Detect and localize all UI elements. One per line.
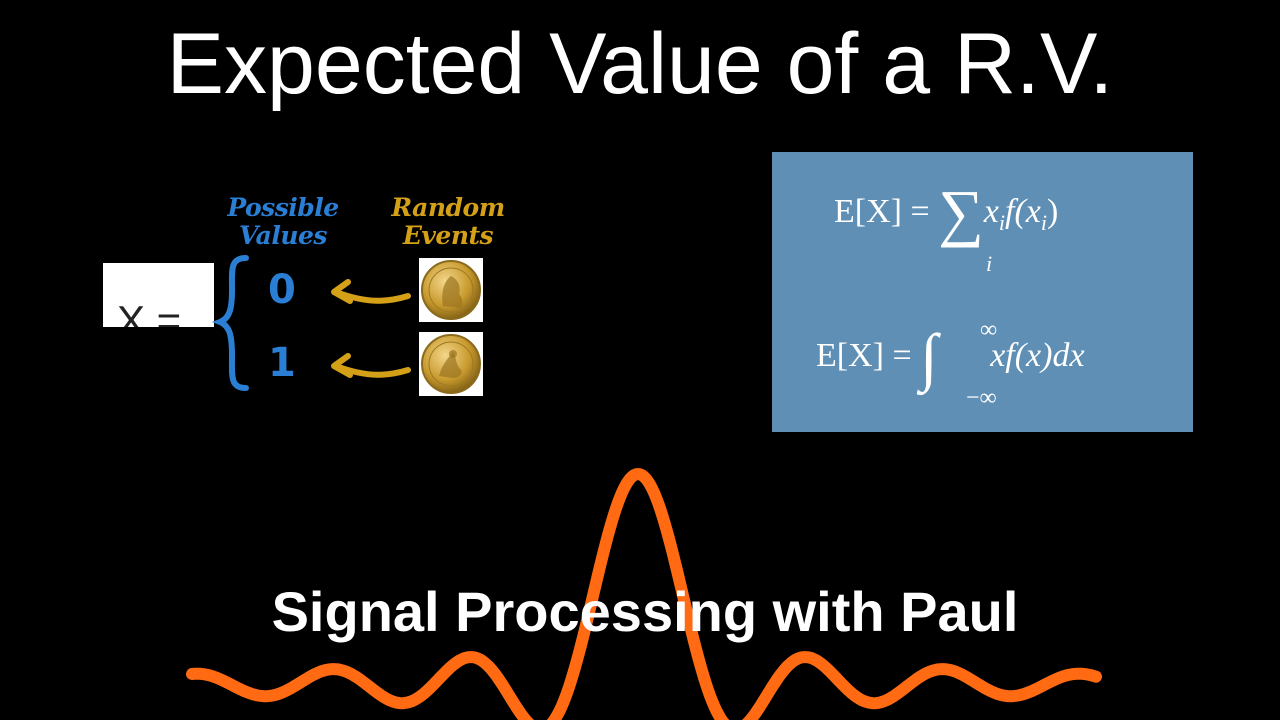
possible-value-1: 1 xyxy=(268,340,296,386)
formula-panel-background xyxy=(772,152,1193,432)
arrow-icon xyxy=(331,353,411,378)
sinc-wave-curve xyxy=(186,468,1102,720)
arrow-icon xyxy=(331,279,411,304)
continuous-expectation-formula: E[X] = ∫ xf(x)dx ∞ −∞ xyxy=(816,317,1085,411)
formula-panel: E[X] = ∑xif(xi) i E[X] = ∫ xf(x)dx ∞ −∞ xyxy=(772,152,1193,432)
curly-brace-icon xyxy=(211,255,249,391)
integral-symbol: ∫ xyxy=(920,321,938,392)
discrete-body: x xyxy=(983,193,999,230)
discrete-body-subscript: i xyxy=(998,210,1005,235)
channel-subtitle: Signal Processing with Paul xyxy=(271,580,1019,643)
random-events-header: Random Events xyxy=(391,193,505,250)
slide-title: Expected Value of a R.V. xyxy=(166,16,1114,112)
discrete-lhs: E[X] = xyxy=(834,193,930,230)
continuous-lhs: E[X] = xyxy=(816,337,912,374)
variable-label: X = xyxy=(117,297,182,327)
discrete-body-subscript-2: i xyxy=(1040,210,1047,235)
integral-lower-limit: −∞ xyxy=(966,385,997,411)
integral-upper-limit: ∞ xyxy=(980,317,998,343)
possible-values-header: Possible Values xyxy=(227,193,339,250)
summation-index: i xyxy=(986,251,993,276)
discrete-body-mid: f(x xyxy=(1005,193,1041,230)
formula-panel-rect xyxy=(772,152,1193,432)
continuous-body: xf(x)dx xyxy=(990,337,1085,374)
coin-tails-icon xyxy=(419,332,483,396)
variable-label-box: X = xyxy=(103,263,214,327)
possible-value-0: 0 xyxy=(268,267,296,313)
discrete-body-end: ) xyxy=(1046,193,1059,230)
coin-heads-icon xyxy=(419,258,483,322)
